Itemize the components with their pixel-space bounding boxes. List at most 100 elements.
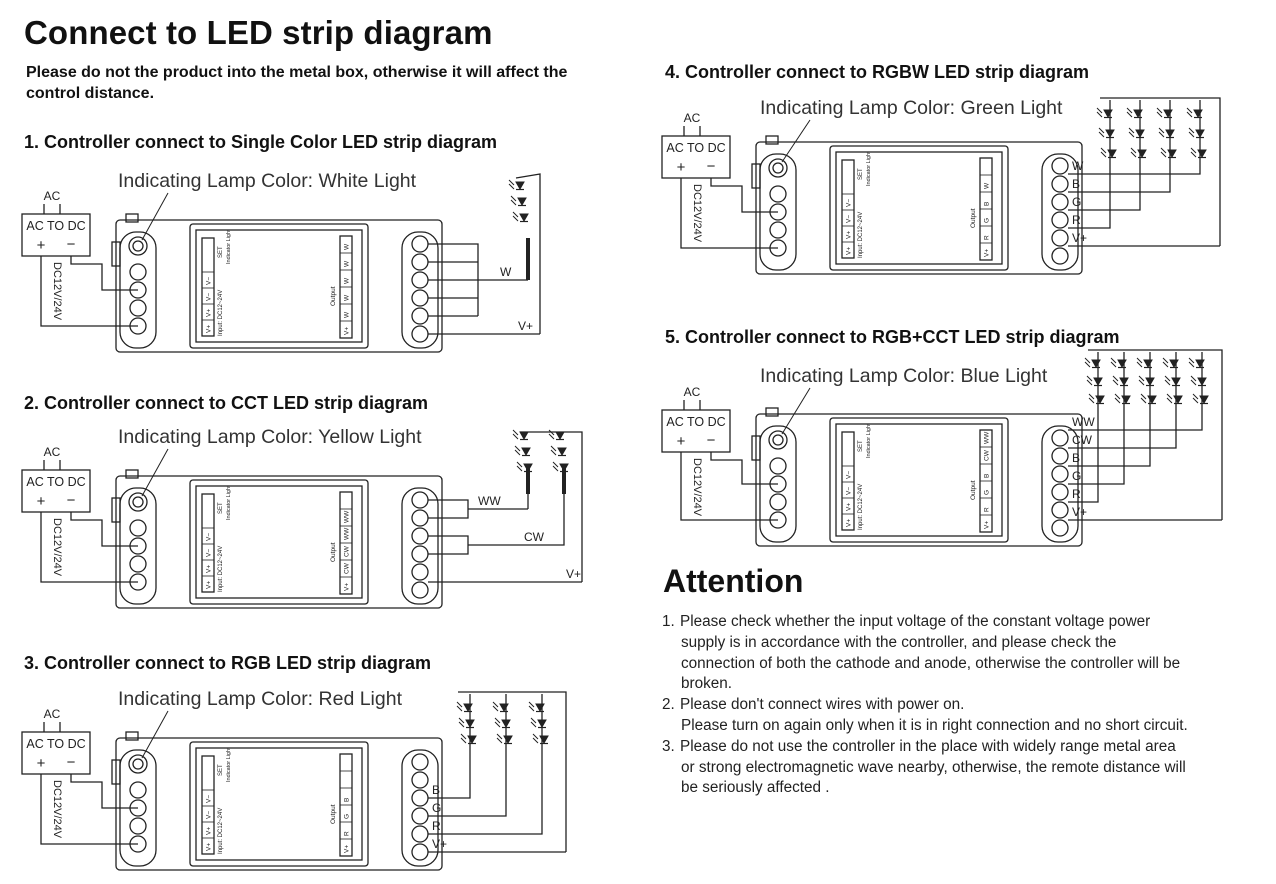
wire-r [1068,352,1099,503]
section-title-cct: 2. Controller connect to CCT LED strip d… [24,393,429,413]
power-supply-label: AC TO DC [666,415,725,429]
resistor-icon [526,238,530,280]
led-light-arrow [1166,397,1173,404]
lamp-pointer [781,119,811,163]
section-title-rgbw: 4. Controller connect to RGBW LED strip … [665,62,1090,82]
led-icon [1105,129,1115,139]
resistor-icon [526,468,530,494]
output-pin-label: CW [344,562,351,574]
output-terminal-screw [411,563,429,581]
led-light-arrow [516,461,523,468]
indicator-lamp-icon [132,496,144,508]
led-icon [535,703,545,713]
led-icon [1103,109,1113,119]
input-pin-label: V− [206,811,213,819]
attention-item-text: Please turn on again only when it is in … [681,716,1188,734]
section-title-rgbcct: 5. Controller connect to RGB+CCT LED str… [665,327,1120,347]
wire-b [1068,100,1171,193]
output-terminal-screw [1051,429,1069,447]
output-terminal-screw [411,253,429,271]
output-terminal-screw [411,509,429,527]
dc-voltage-label: DC12V/24V [51,780,63,839]
wire-cw [468,494,565,546]
led-icon [523,463,533,473]
output-terminal-screw [411,527,429,545]
output-pin-label: V+ [344,583,351,591]
input-terminal-screw [129,299,147,317]
dc-voltage-label: DC12V/24V [691,458,703,517]
input-pin-label: V− [206,293,213,301]
led-icon [467,735,477,745]
input-terminal-screw [129,817,147,835]
attention-item-number: 3. [662,737,675,755]
led-light-arrow [1114,393,1121,400]
wire-b [428,694,471,799]
led-light-arrow [516,465,523,472]
attention-item-number: 1. [662,613,675,630]
led-light-arrow [530,717,537,724]
led-light-arrow [1086,375,1093,382]
power-wire-negative [70,256,138,291]
wire-cw [428,535,469,555]
input-pin-label: V+ [846,247,853,255]
output-pin-label: R [984,235,991,240]
section-title-single: 1. Controller connect to Single Color LE… [24,132,498,152]
output-pin-label: W [344,311,351,318]
set-label: SET [218,764,224,776]
led-light-arrow [1088,397,1095,404]
led-light-arrow [1098,131,1105,138]
led-light-arrow [1188,357,1195,364]
led-light-arrow [1188,361,1195,368]
output-terminal-screw [411,307,429,325]
output-pin-label: CW [984,449,991,461]
input-terminal-screw [129,781,147,799]
indicator-light-label: Indicator Light [226,229,232,264]
wire-ww [428,499,469,519]
led-light-arrow [532,733,539,740]
output-terminal-block [401,231,439,349]
led-light-arrow [1162,357,1169,364]
indicator-light-label: Indicator Light [866,423,872,458]
led-icon [537,719,547,729]
output-terminal-screw [411,789,429,807]
wire-label-cw: CW [524,530,545,544]
indicator-lamp-icon [772,162,784,174]
led-icon [521,447,531,457]
input-terminal-screw [769,185,787,203]
power-wire-negative [710,178,778,213]
led-light-arrow [532,737,539,744]
set-label: SET [858,168,864,180]
wire-label-ww: WW [478,494,501,508]
controller-ear [765,407,779,417]
controller-case [115,737,443,871]
led-icon [463,703,473,713]
power-wire-negative [710,452,778,485]
ac-label: AC [684,111,701,125]
led-icon [1197,377,1207,387]
input-pin-label: V+ [846,231,853,239]
output-label: Output [970,480,977,500]
led-icon [1167,149,1177,159]
attention-item-text: Please check whether the input voltage o… [680,613,1151,630]
led-icon [1093,377,1103,387]
led-light-arrow [1156,111,1163,118]
led-icon [1169,359,1179,369]
led-light-arrow [1162,361,1169,368]
led-icon [515,181,525,191]
attention-item-text: or strong electromagnetic wave nearby, o… [681,758,1186,776]
led-icon [1143,359,1153,369]
input-rating-label: Input: DC12~24V [858,212,864,258]
wire-label-w: W [500,265,512,279]
led-light-arrow [458,721,465,728]
controller-case [115,475,443,609]
controller-panel [829,417,1009,543]
power-wire-positive [680,452,778,521]
led-light-arrow [1128,131,1135,138]
input-rating-label: Input: DC12~24V [218,808,224,854]
wire-label-vplus: V+ [566,567,581,581]
output-terminal-block [401,487,439,605]
input-terminal-screw [769,221,787,239]
input-terminal-screw [769,457,787,475]
output-terminal-screw [1051,247,1069,265]
